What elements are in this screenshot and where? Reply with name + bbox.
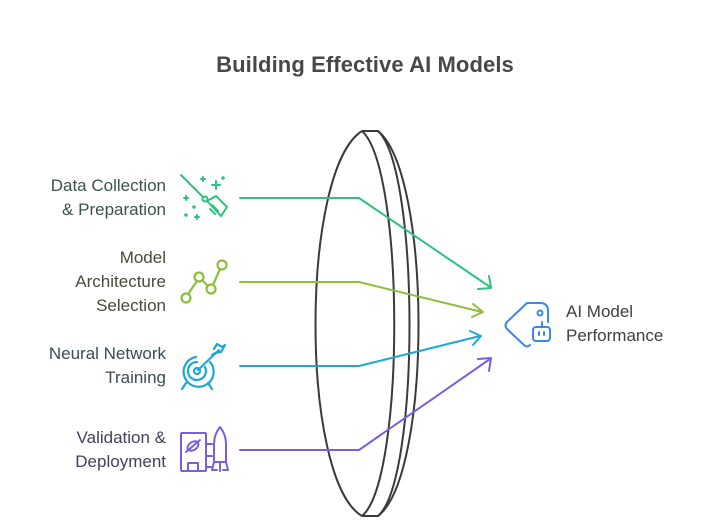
input-label-architecture: Model Architecture Selection <box>75 246 166 318</box>
broom-sparkle-icon <box>180 174 228 220</box>
robot-tag-icon <box>504 302 551 348</box>
rocket-blueprint-icon <box>180 426 229 472</box>
diagram-title: Building Effective AI Models <box>216 52 514 77</box>
label-line: Deployment <box>75 452 166 471</box>
label-line: Training <box>105 368 166 387</box>
label-line: Model <box>119 248 166 267</box>
label-line: Performance <box>566 326 664 345</box>
output-label: AI Model Performance <box>566 300 663 348</box>
target-arrow-icon <box>180 342 227 391</box>
label-line: Selection <box>96 296 166 315</box>
label-line: Validation & <box>76 428 166 447</box>
input-label-training: Neural Network Training <box>49 342 166 390</box>
connector-architecture <box>239 281 483 313</box>
arrowhead-deployment <box>477 357 492 372</box>
connector-deployment <box>239 358 491 451</box>
arrowhead-training <box>469 330 482 346</box>
input-label-deployment: Validation & Deployment <box>75 426 166 474</box>
line-graph-nodes-icon <box>180 259 228 304</box>
lens-icon <box>314 130 420 517</box>
input-label-data: Data Collection & Preparation <box>51 174 166 222</box>
label-line: & Preparation <box>62 200 166 219</box>
label-line: Neural Network <box>48 344 166 363</box>
label-line: Data Collection <box>50 176 166 195</box>
label-line: Architecture <box>75 272 166 291</box>
arrowhead-architecture <box>471 303 484 318</box>
arrowhead-data <box>477 275 492 290</box>
connector-training <box>239 335 481 367</box>
label-line: AI Model <box>566 302 634 321</box>
connector-data <box>239 197 491 288</box>
